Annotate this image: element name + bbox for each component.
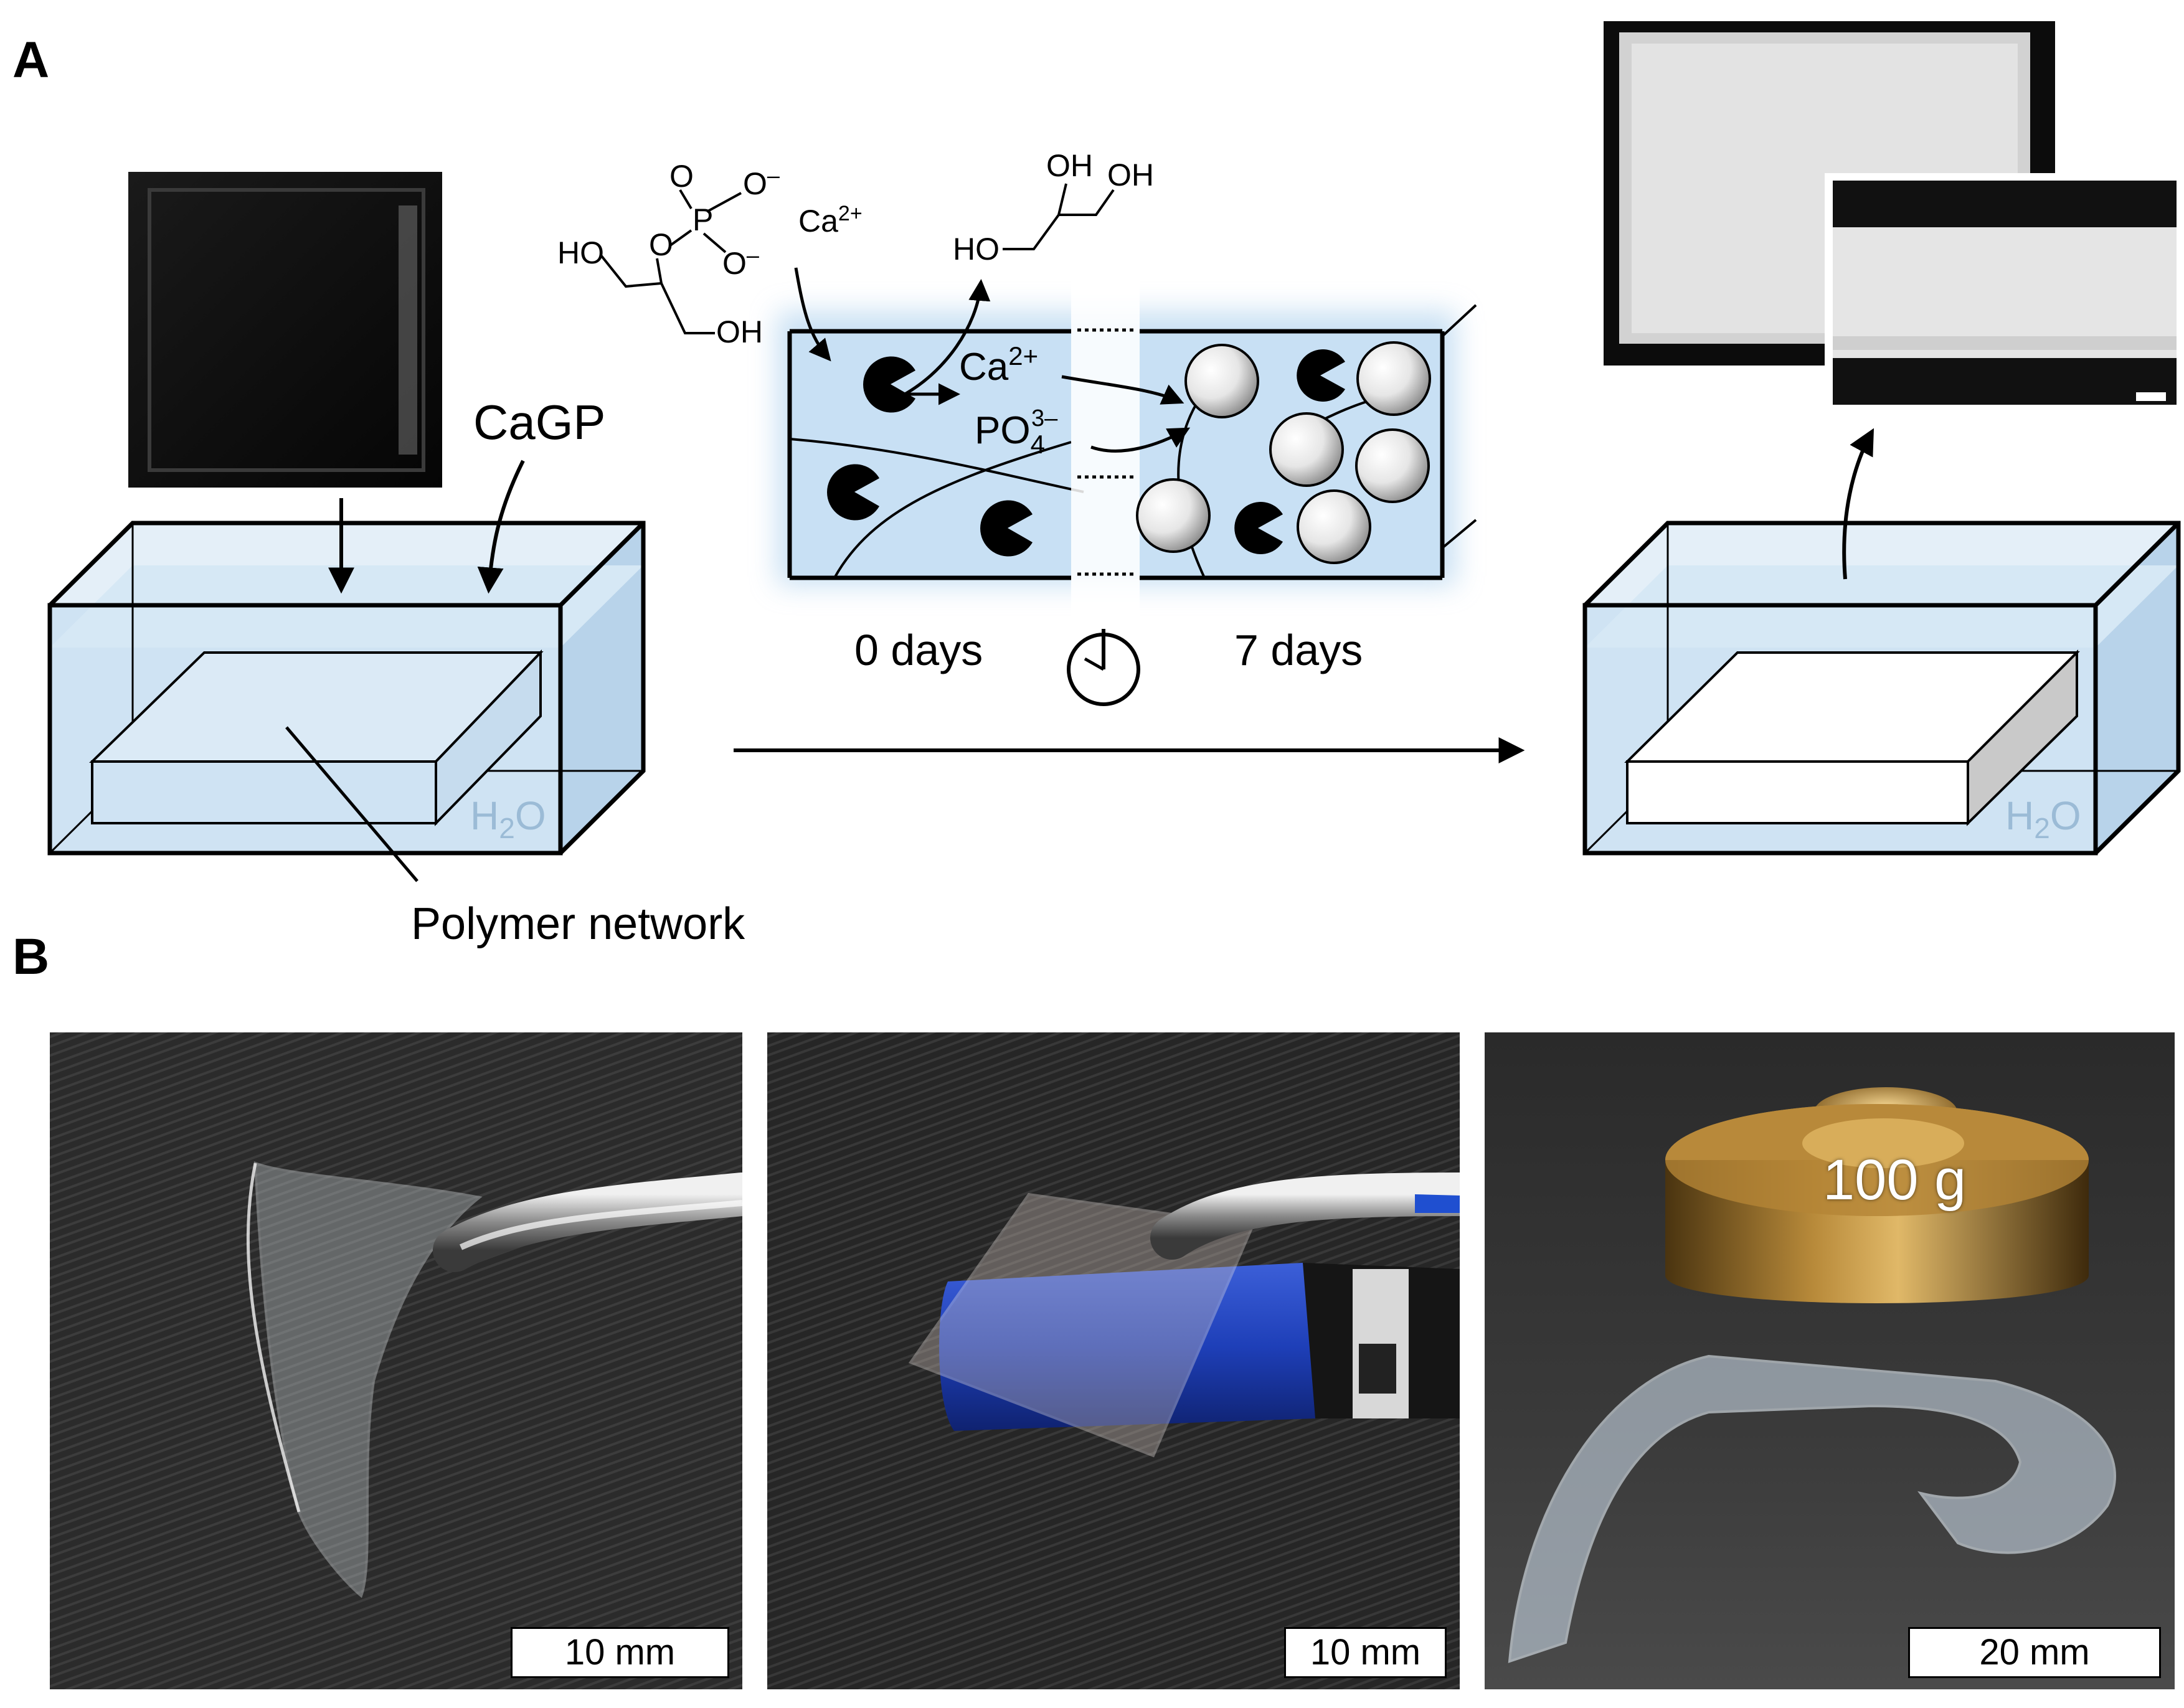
scale-bar-3: 20 mm [1908, 1627, 2161, 1678]
enzyme-pacman-3 [980, 500, 1033, 557]
mineral-sphere [1356, 341, 1431, 416]
left-water-tank [47, 521, 646, 856]
tank-to-photo-arrow [1842, 428, 1874, 580]
polymer-pointer-line [285, 726, 418, 882]
day-7-label: 7 days [1234, 626, 1363, 674]
svg-text:OH: OH [1107, 158, 1154, 192]
film-on-cap-photo: 10 mm [767, 1032, 1460, 1689]
day-0-label: 0 days [854, 626, 983, 674]
h2o-label-left: H2O [470, 793, 546, 844]
svg-text:O–: O– [722, 242, 759, 281]
timer-icon [1067, 629, 1140, 706]
enzyme-pacman-5 [1234, 502, 1283, 555]
mineral-sphere [1269, 412, 1344, 487]
svg-text:HO: HO [557, 235, 604, 270]
flexible-film-photo: 10 mm [50, 1032, 742, 1689]
mineral-sphere [1136, 478, 1211, 553]
scale-bar-2: 10 mm [1284, 1627, 1447, 1678]
polymer-network-label: Polymer network [411, 899, 745, 949]
cagp-label: CaGP [473, 395, 605, 450]
enzyme-pacman-2 [827, 464, 879, 521]
svg-text:P: P [693, 202, 713, 237]
panel-b-letter: B [12, 928, 50, 985]
enzyme-pacman-4 [1297, 349, 1345, 402]
weight-label: 100 g [1823, 1148, 1967, 1212]
weight-bearing-graphic [1485, 1032, 2175, 1689]
svg-text:O–: O– [743, 163, 780, 201]
cagp-molecule: O P O– O– O HO OH Ca2+ [557, 159, 863, 349]
svg-text:O: O [669, 159, 694, 194]
panel-a-diagram: H2O CaGP Polymer network [47, 21, 2183, 949]
transparent-gel-photo [128, 172, 442, 488]
film-on-cap-graphic [767, 1032, 1460, 1689]
scale-bar-1: 10 mm [511, 1627, 729, 1678]
mechanism-inset [777, 249, 1477, 648]
mineral-sphere [1355, 428, 1430, 503]
enzyme-pacman-1 [863, 356, 915, 413]
right-water-tank [1582, 521, 2181, 856]
svg-text:Ca2+: Ca2+ [798, 202, 863, 238]
mineral-sphere [1297, 489, 1371, 564]
inset-po4-label: PO43– [975, 405, 1058, 459]
svg-text:OH: OH [716, 314, 763, 349]
mineralized-gel-photo-2 [1825, 173, 2183, 410]
weight-bearing-photo: 100 g 20 mm [1485, 1032, 2175, 1689]
cagp-arrow [477, 460, 525, 594]
svg-text:HO: HO [953, 232, 1000, 267]
inset-ca-label: Ca2+ [959, 341, 1038, 389]
glycerol-molecule: OH OH HO [953, 148, 1154, 267]
panel-a-letter: A [12, 32, 50, 88]
flexible-film-graphic [50, 1032, 742, 1689]
h2o-label-right: H2O [2005, 793, 2081, 844]
svg-text:OH: OH [1046, 148, 1093, 183]
mineral-sphere [1184, 344, 1259, 418]
